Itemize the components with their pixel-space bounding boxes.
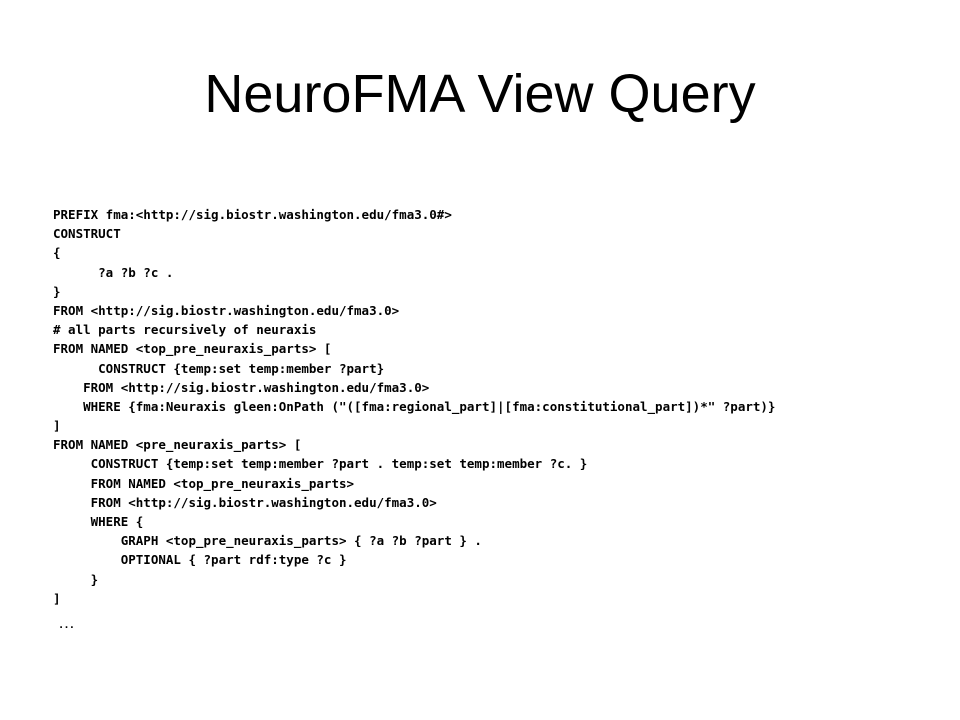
sparql-code-block: PREFIX fma:<http://sig.biostr.washington… [53,205,775,608]
code-line-inner-close-brace: } [53,571,99,587]
code-line-close-bracket: ] [53,418,61,434]
code-line-inner-from-2: FROM <http://sig.biostr.washington.edu/f… [53,494,437,510]
code-line-comment: # all parts recursively of neuraxis [53,322,317,338]
code-line-inner-where-2: WHERE { [53,514,144,529]
code-line-prefix: PREFIX fma:<http://sig.biostr.washington… [53,207,452,222]
slide-title: NeuroFMA View Query [204,64,756,124]
code-line-from-named-top: FROM NAMED <top_pre_neuraxis_parts> [ [53,341,332,357]
code-line-graph: GRAPH <top_pre_neuraxis_parts> { ?a ?b ?… [53,533,482,549]
code-line-inner-from-named: FROM NAMED <top_pre_neuraxis_parts> [53,475,355,491]
code-line-inner-where: WHERE {fma:Neuraxis gleen:OnPath ("([fma… [53,398,776,414]
continuation-ellipsis: … [58,613,75,632]
code-line-final-bracket: ] [53,590,61,606]
code-line-construct: CONSTRUCT [53,226,121,242]
code-line-inner-construct-2: CONSTRUCT {temp:set temp:member ?part . … [53,456,588,472]
code-line-optional: OPTIONAL { ?part rdf:type ?c } [53,552,347,568]
code-line-close-brace: } [53,283,61,299]
code-line-inner-from: FROM <http://sig.biostr.washington.edu/f… [53,379,430,395]
code-line-open-brace: { [53,245,61,261]
code-line-inner-construct: CONSTRUCT {temp:set temp:member ?part} [53,360,385,376]
code-line-triple-pattern: ?a ?b ?c . [53,264,174,280]
code-line-from: FROM <http://sig.biostr.washington.edu/f… [53,302,400,318]
code-line-from-named-pre: FROM NAMED <pre_neuraxis_parts> [ [53,437,302,453]
